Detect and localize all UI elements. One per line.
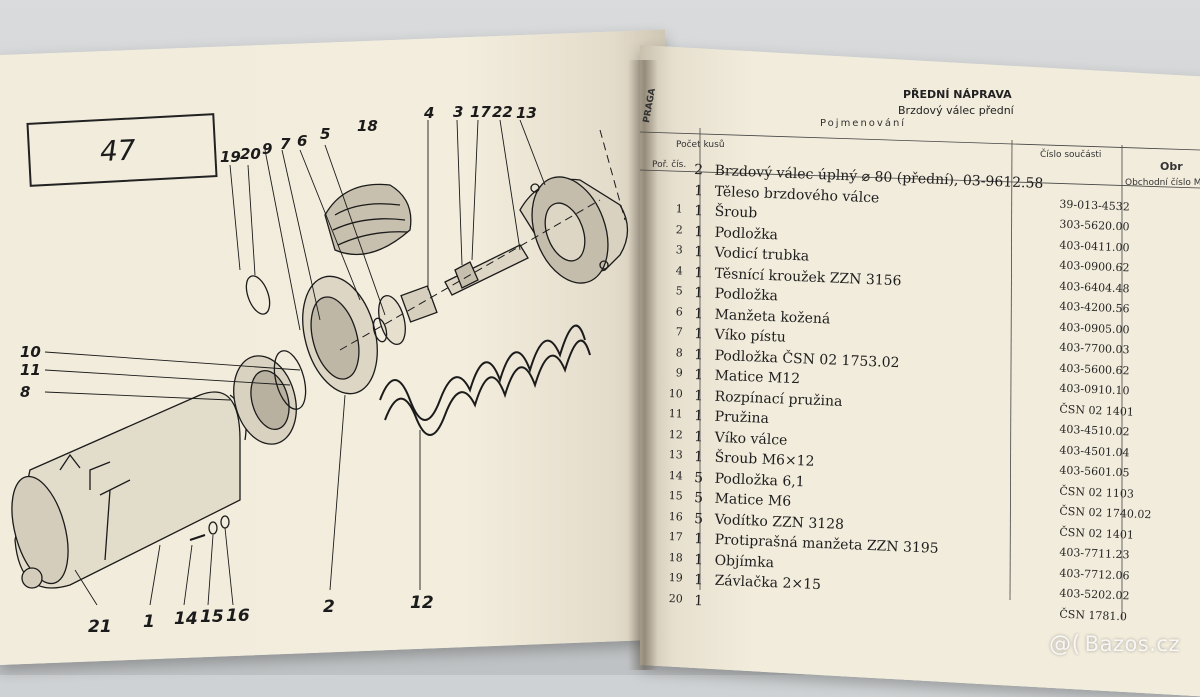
row-pos: 9	[675, 366, 683, 380]
row-name: Víko pístu	[714, 326, 787, 346]
row-pos: 11	[668, 406, 683, 421]
row-qty: 1	[693, 223, 704, 240]
row-pos: 4	[675, 263, 683, 278]
callout-2: 2	[323, 597, 335, 617]
callout-22: 22	[492, 103, 513, 121]
callout-19: 19	[220, 148, 241, 166]
callout-16: 16	[226, 606, 250, 626]
watermark-text: Bazos.cz	[1084, 632, 1180, 656]
callout-21: 21	[88, 617, 112, 637]
row-name: Víko válce	[714, 429, 788, 449]
row-qty: 1	[693, 551, 704, 568]
callout-17: 17	[470, 103, 491, 121]
callout-3: 3	[453, 103, 464, 121]
row-pos: 14	[668, 468, 683, 483]
row-qty: 5	[693, 489, 704, 507]
row-qty: 5	[693, 469, 704, 486]
row-qty: 2	[693, 161, 704, 179]
subsection-title: Brzdový válec přední	[898, 104, 1014, 117]
row-qty: 1	[693, 530, 704, 548]
row-pos: 20	[668, 591, 683, 606]
row-qty: 1	[693, 243, 704, 261]
row-pos: 13	[668, 447, 683, 462]
row-name: Závlačka 2×15	[714, 572, 822, 594]
row-qty: 5	[693, 510, 704, 527]
watermark: @(Bazos.cz	[1049, 632, 1180, 657]
row-pos: 10	[668, 386, 683, 401]
row-qty: 1	[693, 346, 704, 363]
callout-12: 12	[410, 593, 434, 613]
callout-15: 15	[200, 607, 224, 627]
callout-1: 1	[143, 612, 155, 632]
callout-14: 14	[174, 609, 198, 629]
callout-20: 20	[240, 145, 261, 163]
row-name: Podložka	[714, 224, 779, 243]
row-qty: 1	[693, 387, 704, 404]
row-pos: 8	[675, 345, 683, 360]
row-pos: 16	[668, 509, 683, 524]
row-name: Objímka	[714, 552, 775, 571]
callout-6: 6	[297, 132, 308, 150]
column-header-name: Pojmenování	[820, 118, 907, 129]
clamp-ring	[245, 275, 271, 315]
row-qty: 1	[693, 448, 704, 466]
callout-8: 8	[20, 383, 31, 401]
row-pos: 1	[675, 202, 683, 216]
callout-5: 5	[320, 125, 331, 143]
row-pos: 6	[675, 304, 683, 319]
row-qty: 1	[693, 202, 704, 220]
row-name: Šroub M6×12	[714, 449, 815, 470]
row-qty: 1	[693, 182, 704, 199]
callout-11: 11	[20, 361, 41, 379]
cylinder-cap-ring	[233, 350, 307, 445]
watermark-logo-icon: @(	[1049, 632, 1081, 657]
row-qty: 1	[693, 407, 704, 425]
row-pos: 7	[675, 325, 683, 339]
row-pos: 15	[668, 488, 683, 503]
callout-7: 7	[280, 135, 291, 153]
spring	[379, 324, 591, 436]
callout-4: 4	[424, 104, 435, 122]
book-gutter	[628, 60, 658, 670]
piston	[302, 275, 378, 395]
column-header-commercial: Obchodní číslo Mot	[1125, 178, 1200, 188]
row-name: Vodicí trubka	[714, 244, 810, 265]
row-qty: 1	[693, 284, 704, 302]
cylinder-body	[11, 391, 247, 589]
cylinder-cover	[519, 176, 629, 284]
table-rules	[639, 128, 1200, 620]
column-header-obr: Obr	[1160, 160, 1183, 173]
row-name: Podložka 6,1	[714, 470, 805, 490]
callout-9: 9	[262, 140, 273, 158]
callout-18: 18	[357, 117, 378, 135]
row-name: Šroub	[714, 203, 758, 222]
row-qty: 1	[693, 264, 704, 281]
column-header-pos: Poř. čís.	[652, 160, 687, 170]
row-qty: 1	[693, 592, 704, 609]
row-qty: 1	[693, 325, 704, 343]
row-pos: 12	[668, 427, 683, 442]
dust-bellows	[324, 183, 412, 256]
row-qty: 1	[693, 305, 704, 322]
row-name: Matice M6	[714, 490, 792, 510]
row-pos: 3	[675, 243, 683, 257]
row-name: Matice M12	[714, 367, 801, 388]
row-pos: 2	[675, 222, 683, 237]
column-header-code: Číslo součásti	[1040, 150, 1102, 160]
section-title: PŘEDNÍ NÁPRAVA	[903, 88, 1012, 101]
callout-10: 10	[20, 343, 41, 361]
exploded-view-drawing	[11, 119, 629, 606]
row-name: Podložka	[714, 285, 779, 305]
row-qty: 1	[693, 428, 704, 445]
row-qty: 1	[693, 571, 704, 589]
row-name: Pružina	[714, 408, 770, 427]
row-pos: 17	[668, 529, 683, 544]
callout-13: 13	[516, 104, 537, 122]
row-qty: 1	[693, 366, 704, 384]
row-pos: 18	[668, 550, 683, 565]
row-pos: 5	[675, 284, 683, 298]
row-pos: 19	[668, 570, 683, 585]
